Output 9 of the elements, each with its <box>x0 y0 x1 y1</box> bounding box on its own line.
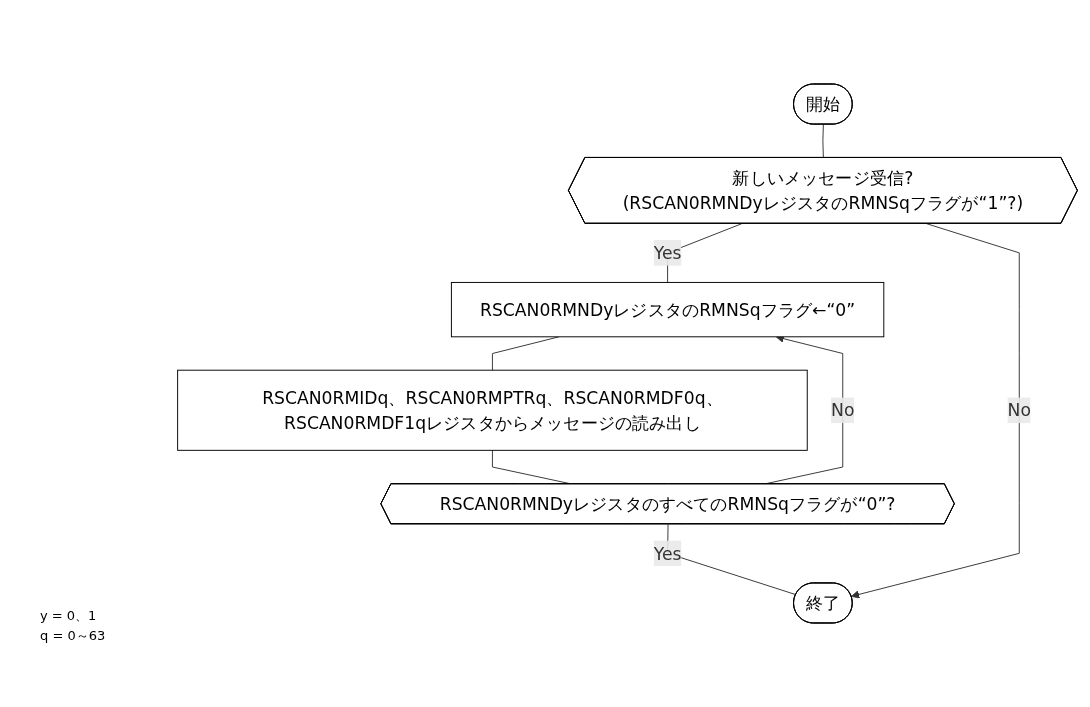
connector <box>822 124 824 159</box>
edge-label: Yes <box>653 242 682 263</box>
edge-label: No <box>1007 400 1031 421</box>
note-text: y = 0、1 <box>40 607 98 625</box>
edge-label: Yes <box>653 543 682 564</box>
edge-label: No <box>831 400 855 421</box>
node-box: RSCAN0RMNDyレジスタのRMNSqフラグ←“0” <box>450 281 885 338</box>
note-text: q = 0～63 <box>40 627 106 645</box>
node-box: RSCAN0RMIDq、RSCAN0RMPTRq、RSCAN0RMDF0q、RSCAN0RMDF1qレジスタからメッセージの読み出し <box>177 369 808 451</box>
